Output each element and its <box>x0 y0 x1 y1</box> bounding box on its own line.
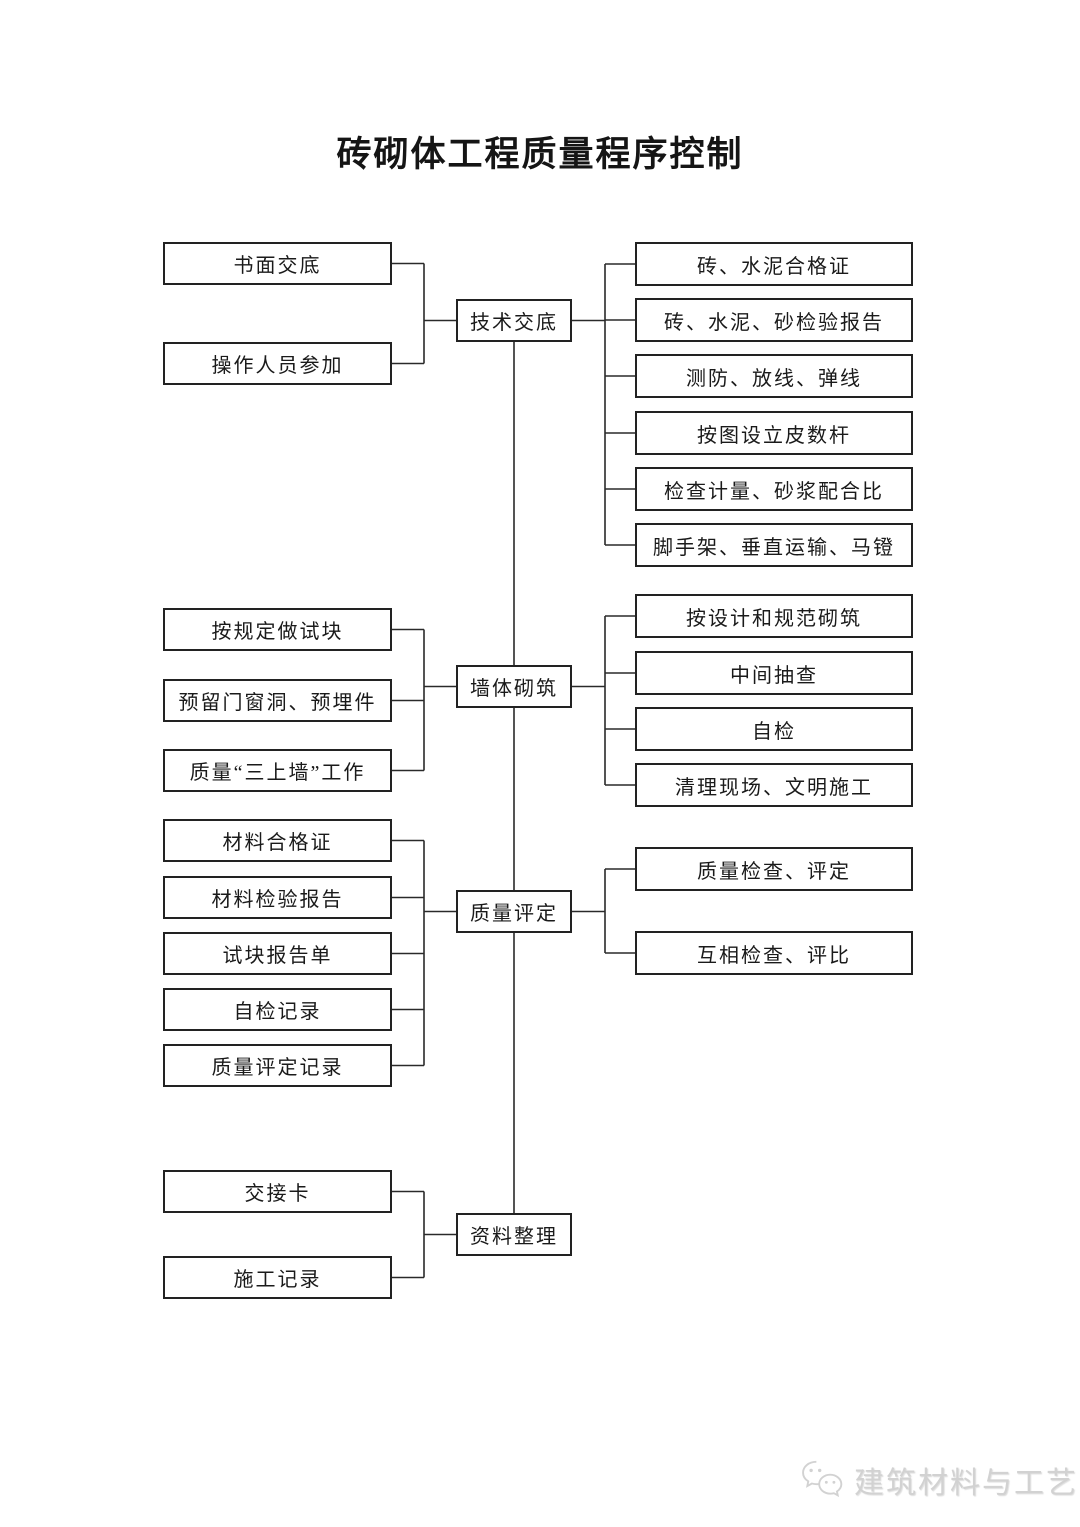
flow-box-test-blocks-per-rules: 按规定做试块 <box>163 608 392 651</box>
flow-box-material-test-report: 材料检验报告 <box>163 876 392 919</box>
flow-box-site-cleanup-civilized: 清理现场、文明施工 <box>635 763 913 807</box>
flow-node-document-organization: 资料整理 <box>456 1213 572 1256</box>
flow-box-survey-layout-snap-lines: 测防、放线、弹线 <box>635 354 913 398</box>
flow-box-quality-check-assessment: 质量检查、评定 <box>635 847 913 891</box>
flow-box-self-inspection-record: 自检记录 <box>163 988 392 1031</box>
flow-box-intermediate-spot-check: 中间抽查 <box>635 651 913 695</box>
flow-box-brick-cement-certificate: 砖、水泥合格证 <box>635 242 913 286</box>
flow-node-wall-masonry: 墙体砌筑 <box>456 665 572 708</box>
flow-box-scaffold-vertical-transport: 脚手架、垂直运输、马镫 <box>635 523 913 567</box>
flow-box-quality-assessment-record: 质量评定记录 <box>163 1044 392 1087</box>
flow-box-test-block-report: 试块报告单 <box>163 932 392 975</box>
flow-box-operators-participate: 操作人员参加 <box>163 342 392 385</box>
page-title: 砖砌体工程质量程序控制 <box>336 135 744 174</box>
flow-node-quality-assessment: 质量评定 <box>456 890 572 933</box>
flow-box-construction-record: 施工记录 <box>163 1256 392 1299</box>
flow-box-reserved-openings-embeds: 预留门窗洞、预埋件 <box>163 679 392 722</box>
watermark: 建筑材料与工艺 <box>800 1458 1078 1502</box>
flow-box-self-inspection: 自检 <box>635 707 913 751</box>
flow-box-handover-card: 交接卡 <box>163 1170 392 1213</box>
wechat-icon <box>800 1459 846 1502</box>
flow-box-measurement-mortar-mix-check: 检查计量、砂浆配合比 <box>635 467 913 511</box>
flow-box-mutual-check-comparison: 互相检查、评比 <box>635 931 913 975</box>
flow-box-material-certificate: 材料合格证 <box>163 819 392 862</box>
flow-box-gauge-rod-per-drawing: 按图设立皮数杆 <box>635 411 913 455</box>
flow-node-technical-disclosure: 技术交底 <box>456 299 572 342</box>
watermark-text: 建筑材料与工艺 <box>854 1467 1078 1500</box>
flow-box-build-per-design-code: 按设计和规范砌筑 <box>635 594 913 638</box>
flow-box-brick-cement-sand-test-report: 砖、水泥、砂检验报告 <box>635 298 913 342</box>
flow-box-written-disclosure: 书面交底 <box>163 242 392 285</box>
flow-box-quality-three-on-wall: 质量“三上墙”工作 <box>163 749 392 792</box>
